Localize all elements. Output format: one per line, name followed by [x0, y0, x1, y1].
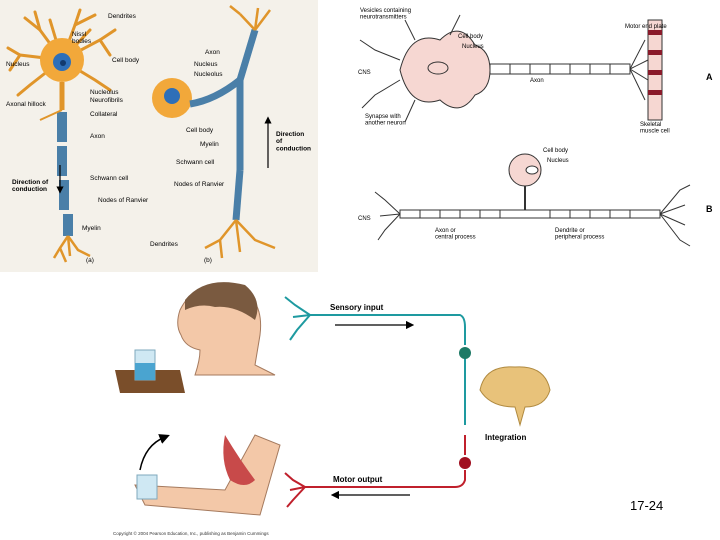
label-motor-output: Motor output [333, 475, 383, 484]
label-a-dendrites: Dendrites [108, 13, 137, 20]
reflex-labels: Sensory input Integration Motor output [330, 303, 526, 484]
label-a-neurofibrils: Neurofibrils [90, 97, 124, 104]
label-d-tag: B [706, 204, 713, 214]
label-c-axon: Axon [530, 78, 544, 84]
label-a-hillock: Axonal hillock [6, 101, 46, 108]
label-a-tag: (a) [86, 257, 94, 264]
label-a-myelin: Myelin [82, 225, 101, 232]
label-d-cell-body: Cell body [543, 148, 568, 154]
label-b-nucleolus: Nucleolus [194, 71, 223, 78]
label-c-cns: CNS [358, 70, 371, 76]
arm-with-muscle [134, 434, 281, 516]
label-b-tag: (b) [204, 257, 212, 264]
motor-neuron-terminals [629, 39, 649, 101]
label-a-schwann: Schwann cell [90, 175, 129, 182]
label-a-axon: Axon [90, 133, 105, 140]
human-head [177, 282, 276, 376]
table-with-glass [115, 349, 185, 393]
label-a-nucleolus: Nucleolus [90, 89, 119, 96]
copyright-note: Copyright © 2004 Pearson Education, Inc.… [113, 530, 269, 536]
neuron-b-axon [232, 28, 259, 221]
neuron-a-axon [57, 112, 73, 236]
motor-pathway [284, 435, 466, 508]
neuron-a-terminals [52, 235, 91, 263]
label-c-tag: A [706, 72, 713, 82]
label-b-nucleus: Nucleus [194, 61, 218, 68]
label-c-nucleus: Nucleus [462, 44, 484, 50]
label-d-cns: CNS [358, 216, 371, 222]
sensory-neuron-axon [399, 209, 661, 219]
label-a-nucleus: Nucleus [6, 61, 30, 68]
motor-neuron-axon [489, 63, 631, 75]
label-d-nucleus: Nucleus [547, 158, 569, 164]
sensory-pathway [284, 296, 466, 425]
label-motor-end-plate: Motor end plate [625, 24, 667, 30]
label-b-schwann: Schwann cell [176, 159, 215, 166]
neuron-b-branches [204, 5, 276, 259]
label-b-myelin: Myelin [200, 141, 219, 148]
label-b-cell-body: Cell body [186, 127, 214, 134]
motor-neuron-dendrites [359, 14, 461, 123]
label-integration: Integration [485, 433, 526, 442]
slide-number: 17-24 [630, 498, 664, 513]
label-c-cell-body: Cell body [458, 34, 483, 40]
label-b-dendrites: Dendrites [150, 241, 179, 248]
motor-neuron-nucleus [427, 61, 449, 75]
sensory-neuron-nucleus [525, 165, 539, 175]
brain-icon [479, 366, 551, 427]
label-b-ranvier: Nodes of Ranvier [174, 181, 225, 188]
sensory-synapse [459, 347, 471, 359]
label-a-collateral: Collateral [90, 111, 118, 118]
label-b-axon: Axon [205, 49, 220, 56]
neuron-b-nucleus [164, 88, 180, 104]
label-a-ranvier: Nodes of Ranvier [98, 197, 149, 204]
motor-synapse [459, 457, 471, 469]
reflex-arc-diagram: Sensory input Integration Motor output C… [105, 275, 595, 540]
label-sensory-input: Sensory input [330, 303, 384, 312]
motor-neuron-cell-body [399, 30, 491, 109]
label-a-cell-body: Cell body [112, 57, 140, 64]
neuron-a-collateral [39, 109, 63, 121]
sensory-neuron-branches [374, 184, 691, 247]
